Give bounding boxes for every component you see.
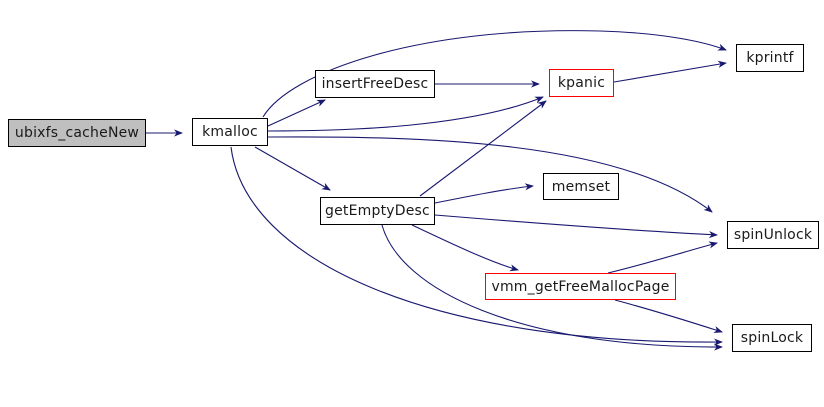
edge-getEmptyDesc-memset — [434, 183, 534, 204]
node-label: kprintf — [746, 50, 794, 66]
node-label: getEmptyDesc — [325, 203, 430, 219]
node-label: spinUnlock — [733, 227, 813, 243]
edge-kmalloc-getEmptyDesc — [254, 146, 331, 191]
node-spinunlock[interactable]: spinUnlock — [727, 221, 819, 249]
node-ubixfs-cachenew[interactable]: ubixfs_cacheNew — [8, 119, 146, 147]
node-spinlock[interactable]: spinLock — [732, 324, 812, 352]
edge-vmm_getFreeMallocPage-spinUnlock — [607, 241, 718, 274]
node-kmalloc[interactable]: kmalloc — [192, 118, 268, 146]
edge-getEmptyDesc-spinUnlock — [434, 214, 718, 239]
node-kpanic[interactable]: kpanic — [549, 69, 614, 97]
node-getemptydesc[interactable]: getEmptyDesc — [320, 197, 435, 225]
edge-getEmptyDesc-vmm_getFreeMallocPage — [411, 224, 519, 272]
node-label: kmalloc — [202, 124, 258, 140]
node-label: spinLock — [740, 330, 804, 346]
edge-kmalloc-spinLock — [230, 146, 723, 346]
edge-getEmptyDesc-kpanic — [419, 100, 547, 197]
node-label: kpanic — [557, 75, 606, 91]
node-label: insertFreeDesc — [321, 76, 429, 92]
node-label: ubixfs_cacheNew — [14, 125, 140, 141]
node-kprintf[interactable]: kprintf — [736, 44, 804, 72]
node-memset[interactable]: memset — [543, 173, 619, 200]
node-vmm-getfreemallocpage[interactable]: vmm_getFreeMallocPage — [485, 273, 676, 300]
node-label: vmm_getFreeMallocPage — [491, 278, 670, 295]
edge-kpanic-kprintf — [613, 60, 727, 83]
node-label: memset — [551, 178, 611, 195]
edge-kmalloc-insertFreeDesc — [267, 99, 326, 127]
node-insertfreedesc[interactable]: insertFreeDesc — [315, 70, 435, 98]
edge-kmalloc-kpanic — [267, 96, 544, 132]
edge-vmm_getFreeMallocPage-spinLock — [614, 299, 723, 334]
